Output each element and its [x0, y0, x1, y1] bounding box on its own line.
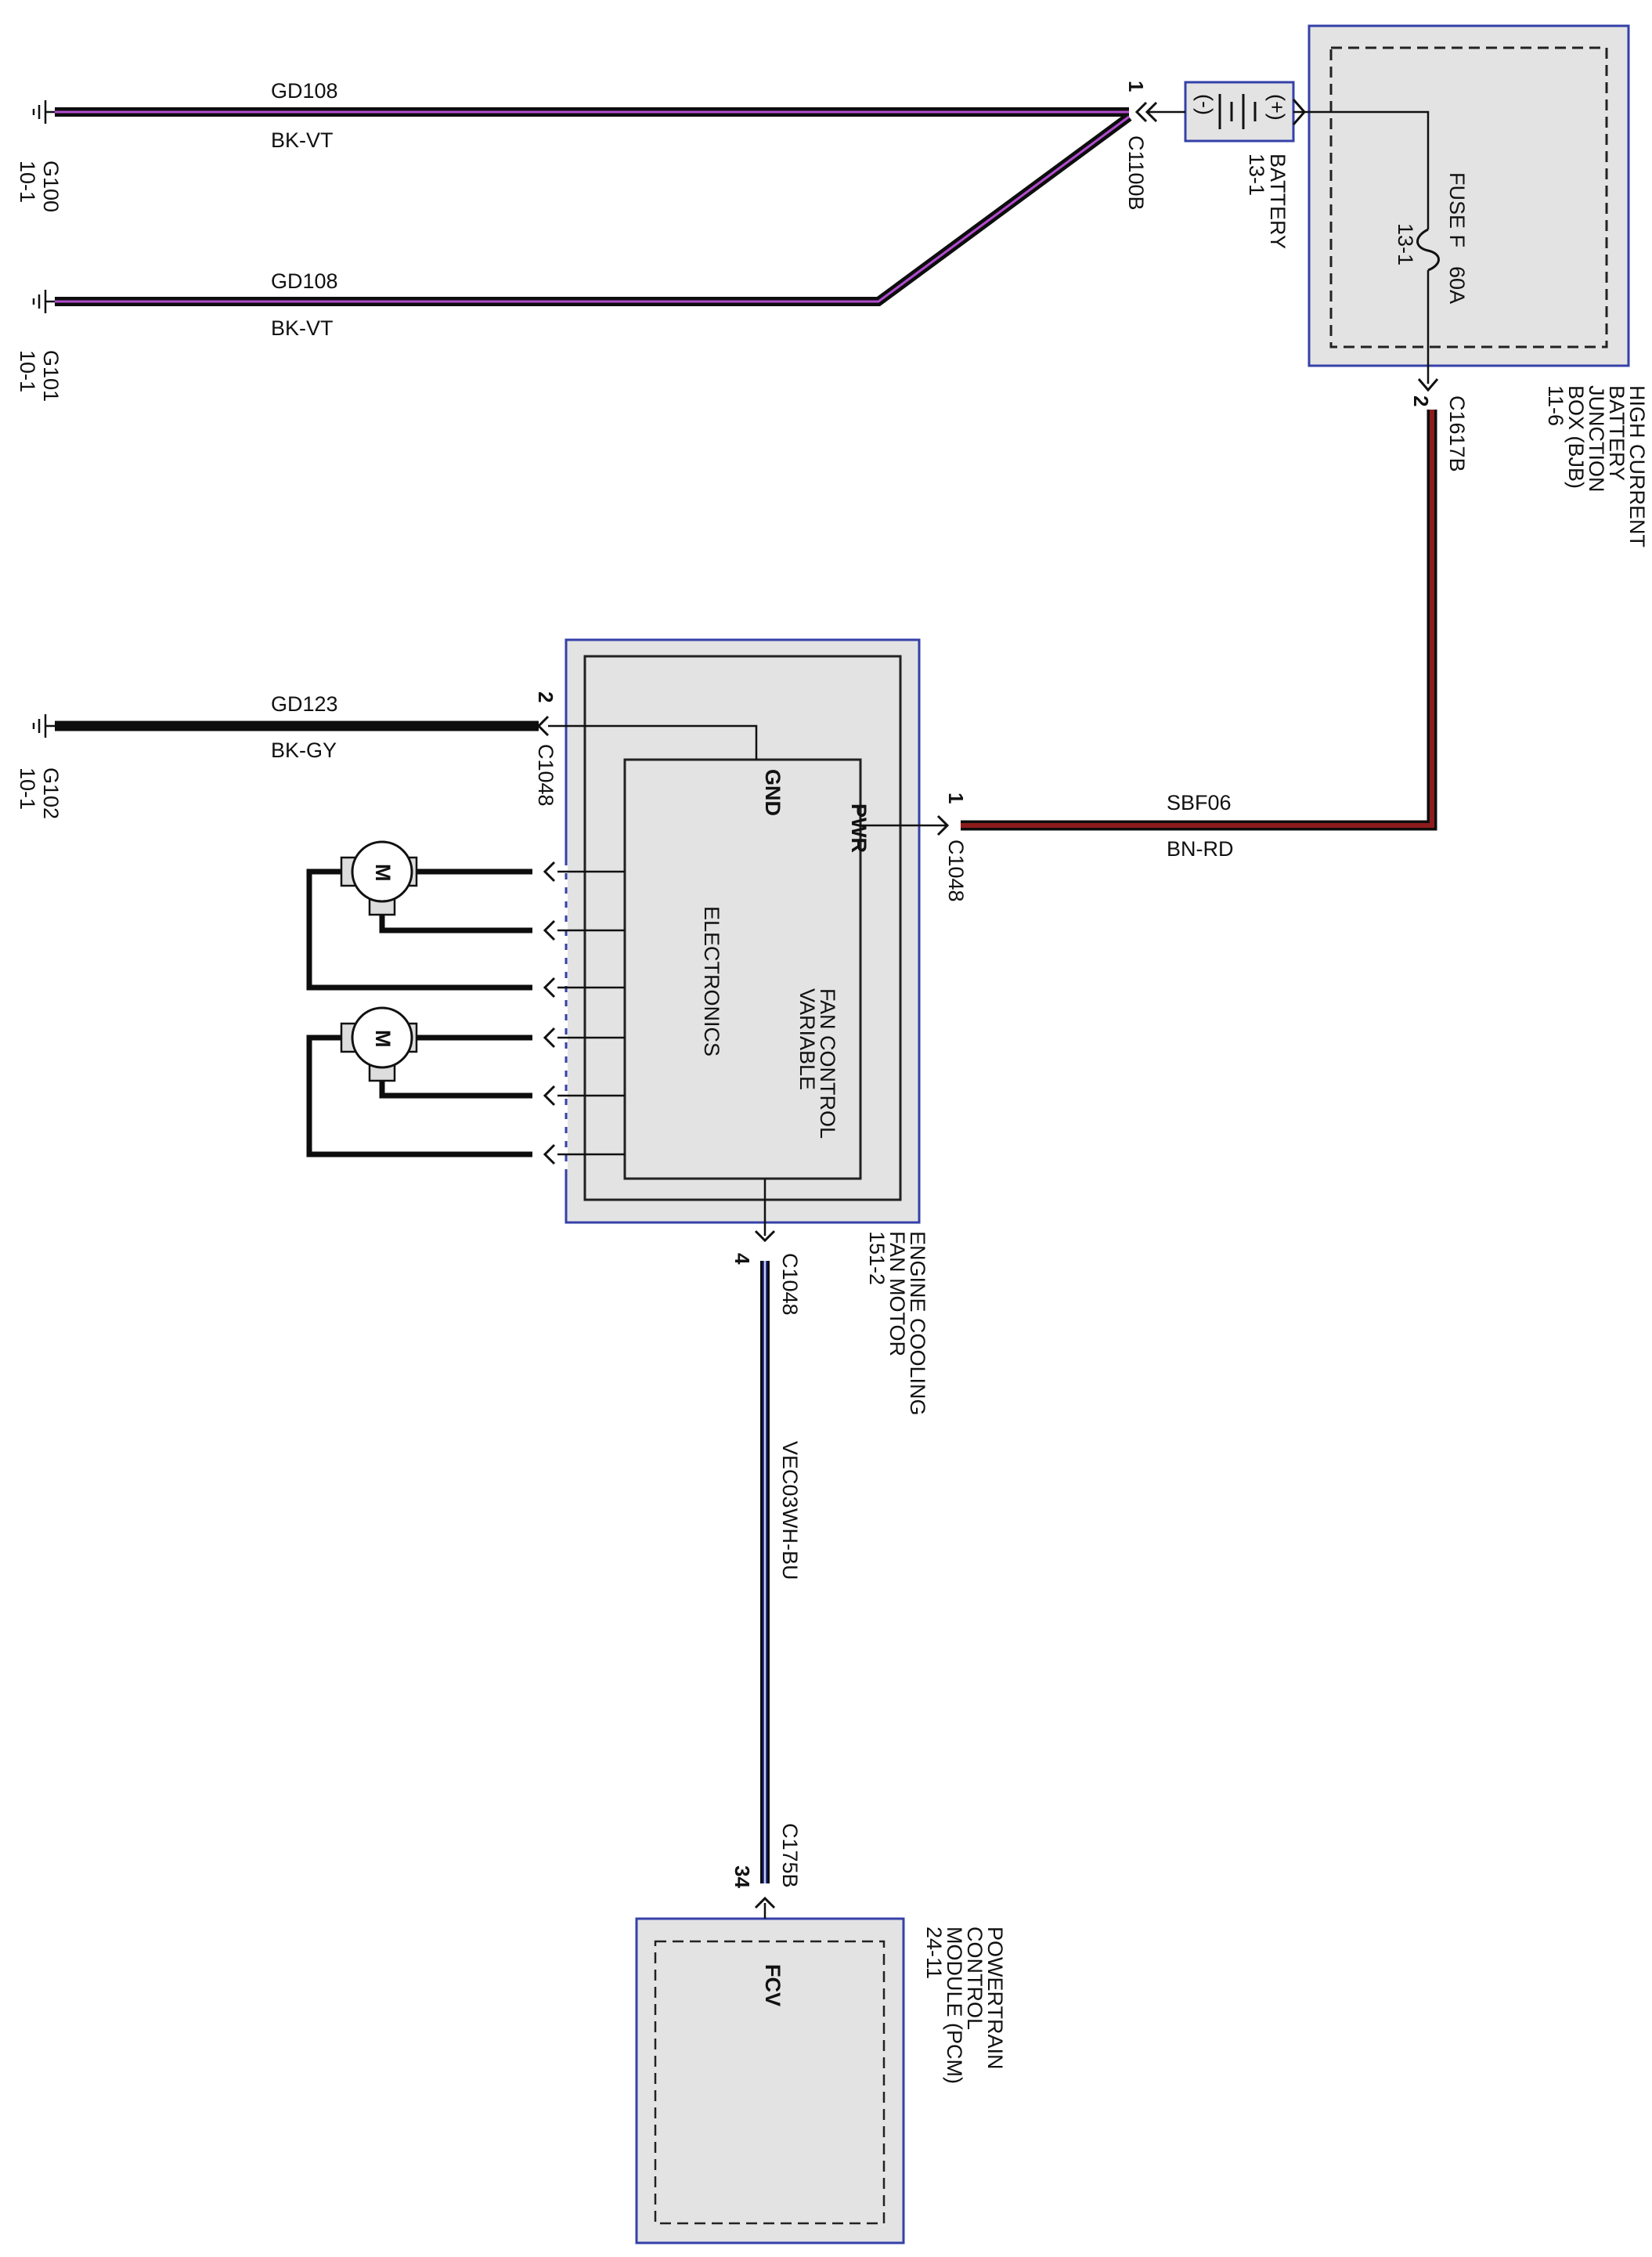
c1617b-name: C1617B	[1445, 395, 1469, 472]
battery-name: BATTERY	[1266, 153, 1289, 249]
ground-g101-ref: 10-1	[16, 350, 39, 392]
internal-wiring	[548, 110, 1430, 1919]
fuse-label: FUSE F	[1445, 172, 1469, 247]
motor-1-symbol: M	[371, 864, 395, 882]
wire-w4-color: BN-RD	[1167, 837, 1234, 861]
c1048-pwr-pin: 1	[944, 793, 968, 803]
c1617b-pin: 2	[1409, 395, 1433, 406]
bjb-line2: BATTERY	[1605, 385, 1629, 481]
wire-w3-color: BK-GY	[271, 738, 337, 762]
fan-electronics-label: ELECTRONICS	[700, 906, 723, 1056]
wire-w2-color: BK-VT	[271, 316, 334, 340]
c175b-pin: 34	[730, 1865, 754, 1888]
pcm-line3: MODULE (PCM)	[943, 1927, 966, 2084]
ground-g102-name: G102	[39, 767, 63, 819]
fan-motor-1	[340, 840, 418, 916]
connector-chevrons	[536, 99, 1439, 1909]
fan-module-line2: FAN MOTOR	[886, 1231, 909, 1356]
ground-g102-ref: 10-1	[16, 767, 39, 810]
c1100b-pin: 1	[1124, 81, 1148, 92]
ground-g101-name: G101	[39, 350, 63, 402]
pcm-fcv-label: FCV	[761, 1964, 785, 2006]
c1048-gnd-pin: 2	[534, 692, 557, 702]
bjb-line3: JUNCTION	[1585, 385, 1608, 493]
bjb-line1: HIGH CURRENT	[1625, 385, 1649, 547]
fuse-rating: 60A	[1445, 266, 1469, 304]
pcm-line2: CONTROL	[963, 1927, 987, 2030]
ground-g100-ref: 10-1	[16, 161, 39, 203]
wire-w1-color: BK-VT	[271, 128, 334, 152]
bjb-line4: BOX (BJB)	[1564, 385, 1588, 489]
fan-motor-2	[340, 1006, 418, 1082]
c1048-sig-pin: 4	[730, 1253, 754, 1265]
c175b-name: C175B	[778, 1823, 802, 1888]
wire-w5-circuit: VEC03	[778, 1441, 802, 1508]
c1048-gnd-name: C1048	[534, 744, 557, 807]
ground-symbols	[32, 100, 55, 738]
motor-wiring	[306, 868, 532, 1157]
pcm-ref: 24-11	[922, 1927, 946, 1979]
battery-ref: 13-1	[1245, 153, 1268, 196]
fan-pwr-label: PWR	[847, 803, 871, 853]
fuse-ref: 13-1	[1394, 223, 1417, 265]
fan-gnd-label: GND	[761, 769, 785, 816]
bjb-box	[1308, 24, 1630, 367]
c1100b-name: C1100B	[1124, 135, 1148, 211]
fan-module-ref: 151-2	[865, 1231, 889, 1285]
ground-g100-name: G100	[39, 161, 63, 212]
wire-w4-circuit: SBF06	[1167, 791, 1232, 814]
bjb-ref: 11-6	[1544, 385, 1567, 426]
fan-vfc-line1: VARIABLE	[795, 988, 819, 1090]
c1048-sig-name: C1048	[778, 1253, 802, 1316]
wire-w5-color: WH-BU	[778, 1508, 802, 1580]
pcm-line1: POWERTRAIN	[983, 1927, 1007, 2070]
wire-w1-circuit: GD108	[271, 79, 338, 103]
battery-pos: (+)	[1265, 94, 1289, 121]
wire-sbf06	[961, 410, 1437, 831]
c1048-pwr-name: C1048	[944, 840, 968, 902]
fan-module-line1: ENGINE COOLING	[906, 1231, 929, 1416]
fan-module-box	[564, 638, 921, 1224]
wire-gd108-g101	[55, 113, 1132, 306]
fan-vfc-line2: FAN CONTROL	[816, 988, 839, 1139]
motor-2-symbol: M	[371, 1030, 395, 1048]
wire-w2-circuit: GD108	[271, 269, 338, 293]
pcm-box	[635, 1917, 905, 2244]
wire-w3-circuit: GD123	[271, 692, 338, 716]
battery-neg: (-)	[1193, 94, 1217, 115]
fuse-symbol	[1416, 228, 1440, 272]
